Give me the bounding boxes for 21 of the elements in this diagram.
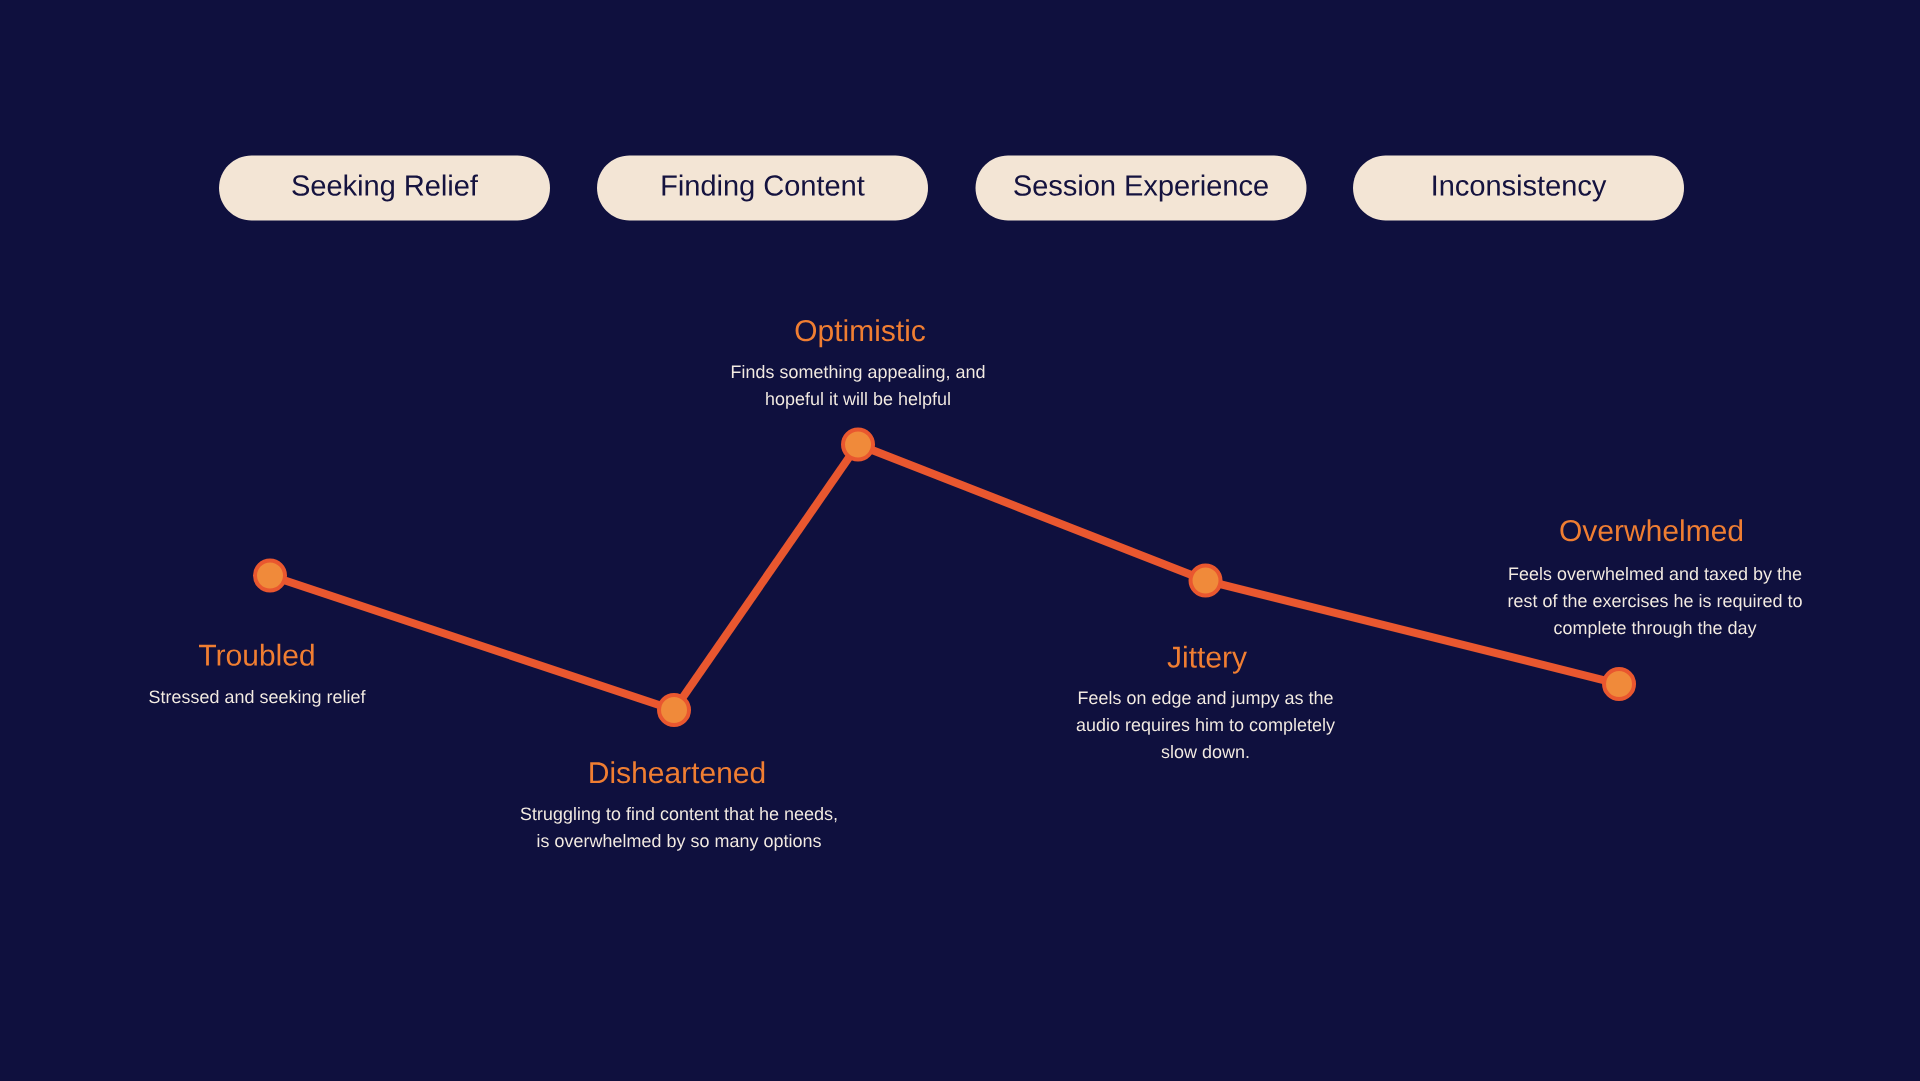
emotion-description: Struggling to find content that he needs, is overwhelmed by so many options: [520, 806, 837, 851]
journey-point: [253, 558, 287, 593]
emotion-heading: Optimistic: [795, 319, 926, 348]
journey-line: [1219, 580, 1606, 685]
journey-line: [679, 454, 853, 700]
stage-pill: Seeking Relief: [219, 155, 550, 221]
stage-pill: Session Experience: [975, 155, 1307, 221]
emotion-description: Stressed and seeking relief: [149, 689, 366, 707]
emotion-description: Feels overwhelmed and taxed by the rest of the exercises he is required to complete through the day: [1508, 566, 1802, 638]
emotion-heading: Jittery: [1167, 645, 1247, 674]
stage-pill: Inconsistency: [1353, 155, 1684, 221]
stage-pill: Finding Content: [597, 155, 928, 221]
journey-line: [870, 446, 1193, 579]
emotion-heading: Troubled: [199, 643, 314, 666]
journey-line: [283, 576, 662, 710]
emotion-heading: Disheartened: [590, 761, 765, 784]
emotion-heading: Overwhelmed: [1560, 519, 1743, 542]
journey-point: [1602, 667, 1636, 701]
emotion-description: Finds something appealing, and hopeful it will be helpful: [731, 364, 985, 409]
journey-point: [1188, 563, 1223, 598]
emotion-description: Feels on edge and jumpy as the audio requires him to completely slow down.: [1076, 690, 1335, 759]
